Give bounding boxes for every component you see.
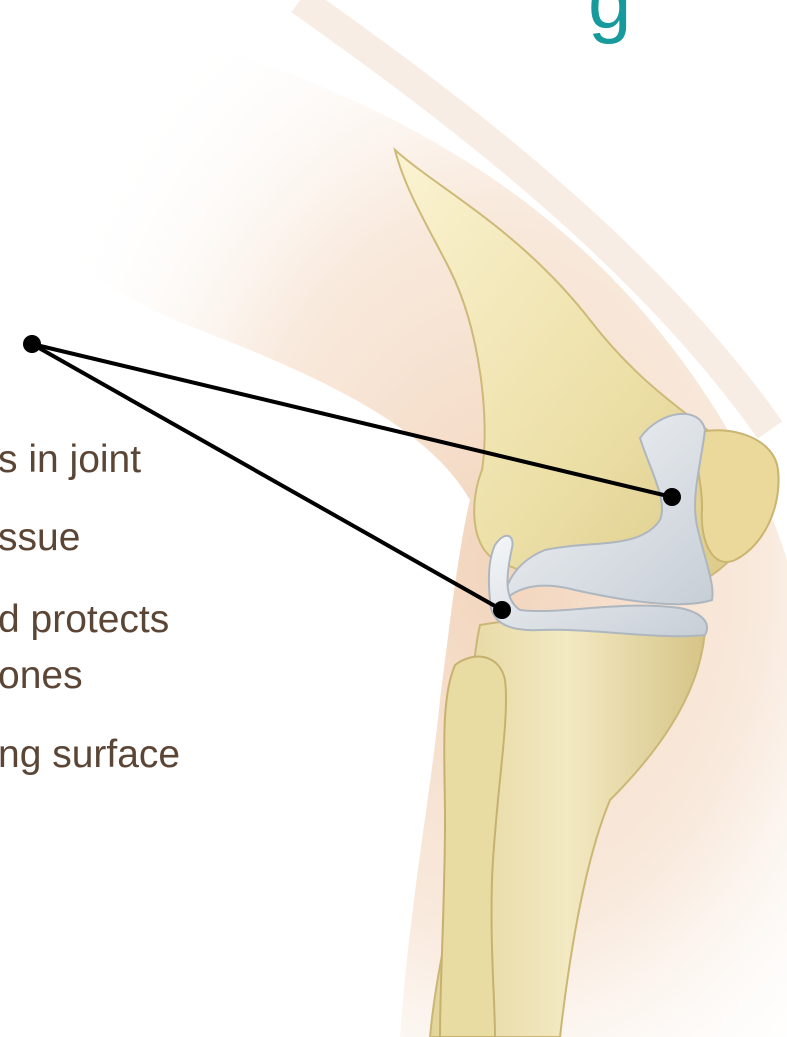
- callout-endpoint-tibial: [493, 601, 511, 619]
- slide-title-fragment: g: [588, 0, 631, 40]
- bullet-text-line-3: d protects: [0, 600, 169, 639]
- callout-origin-dot: [23, 335, 41, 353]
- bullet-text-line-4: ones: [0, 656, 83, 695]
- callout-endpoint-femoral: [663, 488, 681, 506]
- bullet-text-line-2: ssue: [0, 518, 80, 557]
- bullet-text-line-5: ng surface: [0, 735, 180, 774]
- bullet-text-line-1: s in joint: [0, 440, 141, 479]
